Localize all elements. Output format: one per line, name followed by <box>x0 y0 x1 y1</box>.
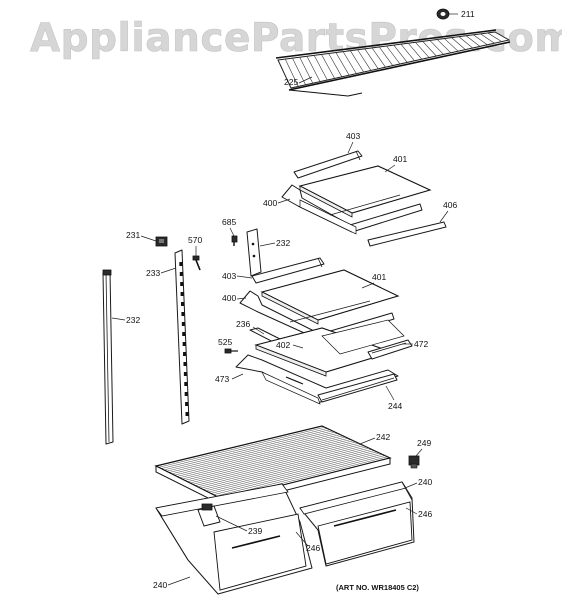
part-244-front-trim <box>317 373 398 403</box>
callout-401-upper: 401 <box>393 154 407 164</box>
callout-211: 211 <box>461 9 475 19</box>
callout-242: 242 <box>376 432 390 442</box>
part-685-screw <box>231 235 238 246</box>
callout-472: 472 <box>414 339 428 349</box>
part-570-screw <box>192 255 201 271</box>
callout-232-left: 232 <box>126 315 140 325</box>
art-number: (ART NO. WR18405 C2) <box>336 583 419 592</box>
callout-406: 406 <box>443 200 457 210</box>
part-232-upper-bracket <box>246 228 262 277</box>
callout-239: 239 <box>248 526 262 536</box>
part-525-screw <box>224 348 238 354</box>
part-472-rail <box>367 339 413 360</box>
callout-244: 244 <box>388 401 402 411</box>
part-225-wire-shelf <box>275 29 511 97</box>
callout-231: 231 <box>126 230 140 240</box>
callout-240-right: 240 <box>418 477 432 487</box>
callout-473: 473 <box>215 374 229 384</box>
part-473-crisper-frame <box>235 354 399 405</box>
callout-246-left: 246 <box>306 543 320 553</box>
part-232-left-rail <box>102 269 114 445</box>
part-231-bracket <box>155 236 168 247</box>
part-211-cap <box>436 8 458 20</box>
part-233-rail <box>174 249 190 425</box>
part-403-middle-trim <box>251 257 325 284</box>
callout-401-middle: 401 <box>372 272 386 282</box>
callout-249: 249 <box>417 438 431 448</box>
callout-685: 685 <box>222 217 236 227</box>
callout-232-upper: 232 <box>276 238 290 248</box>
part-400-upper-frame <box>281 184 423 235</box>
callout-233: 233 <box>146 268 160 278</box>
callout-400-middle: 400 <box>222 293 236 303</box>
part-403-upper-trim <box>293 150 363 179</box>
part-401-middle-glass <box>260 269 400 325</box>
callout-403-middle: 403 <box>222 271 236 281</box>
callout-525: 525 <box>218 337 232 347</box>
callout-403-upper: 403 <box>346 131 360 141</box>
callout-570: 570 <box>188 235 202 245</box>
part-240-right-drawer <box>299 481 415 567</box>
callout-240-left: 240 <box>153 580 167 590</box>
part-406-rear-trim <box>367 221 447 247</box>
part-240-left-drawer <box>155 483 313 595</box>
callout-236: 236 <box>236 319 250 329</box>
callout-402: 402 <box>276 340 290 350</box>
part-401-upper-glass <box>298 165 432 218</box>
part-239-divider <box>197 503 221 527</box>
part-402-lower-glass <box>254 319 405 377</box>
part-249-bracket <box>408 455 420 469</box>
callout-225: 225 <box>284 77 298 87</box>
part-242-crisper-cover <box>154 425 392 507</box>
callout-246-right: 246 <box>418 509 432 519</box>
callout-400-upper: 400 <box>263 198 277 208</box>
